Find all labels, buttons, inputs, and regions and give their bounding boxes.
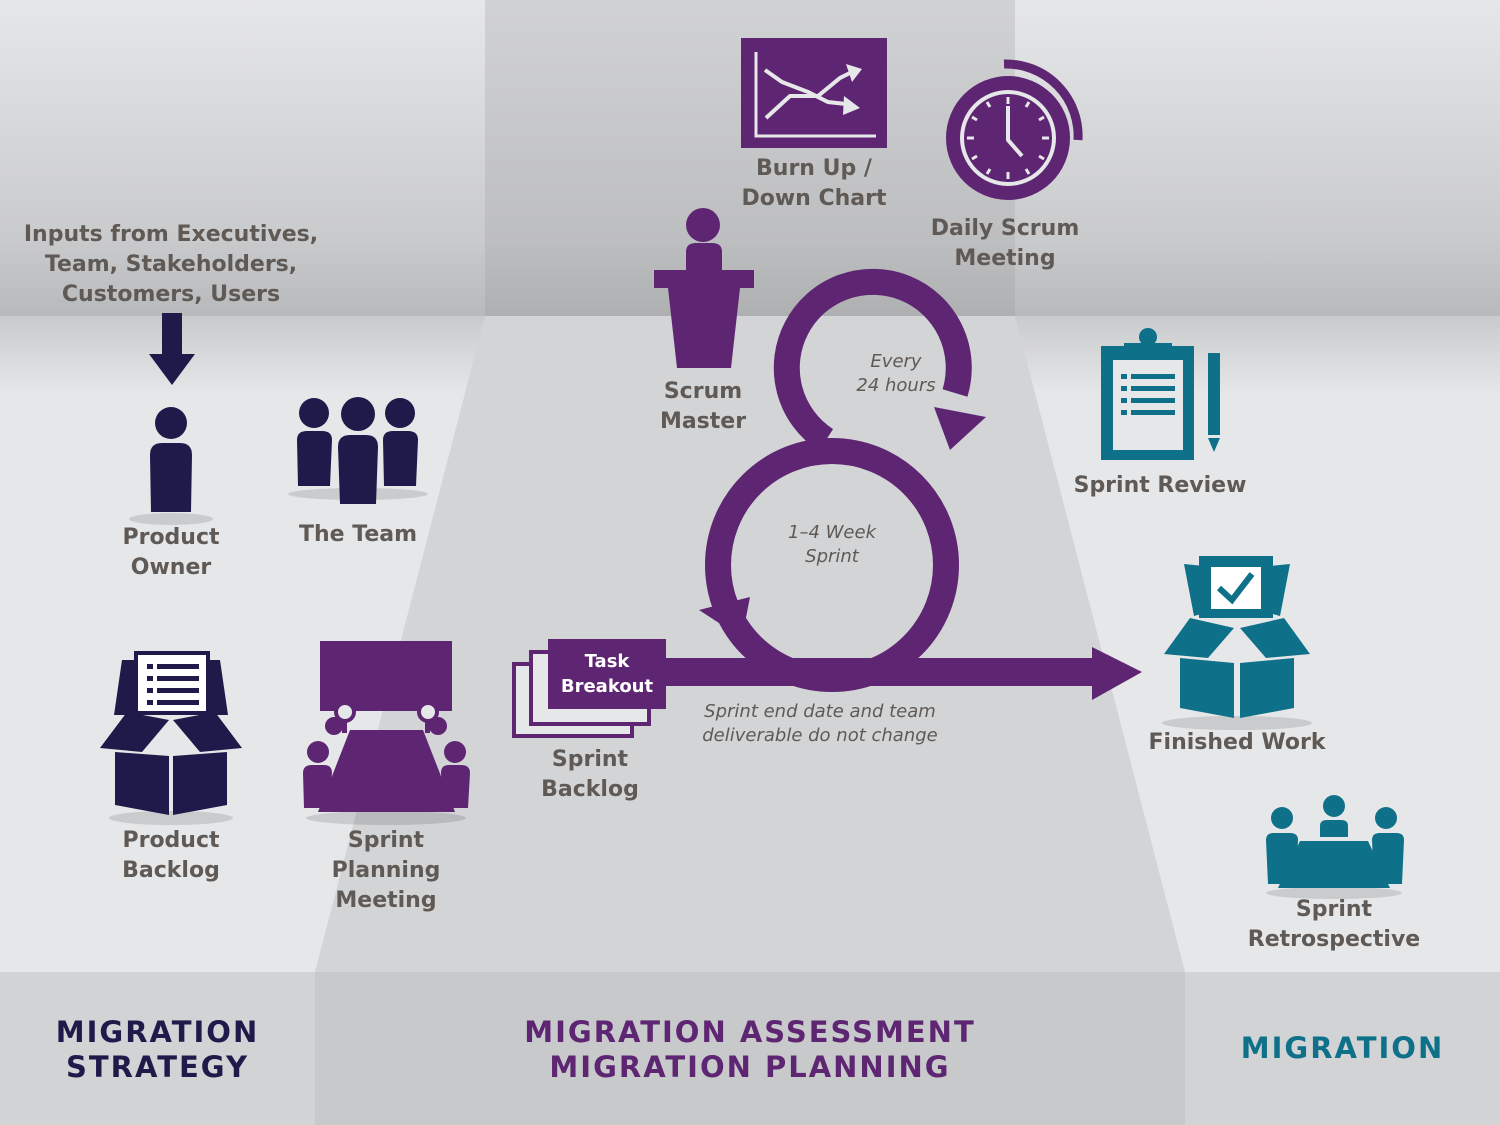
planning-meeting-icon: [303, 641, 470, 812]
pencil-icon: [1208, 353, 1220, 452]
team-icon: [297, 397, 418, 504]
sprint-backlog-label: Sprint Backlog: [541, 747, 639, 802]
sprint-end-note: Sprint end date and team deliverable do …: [702, 701, 938, 746]
down-arrow-icon: [149, 313, 195, 385]
retrospective-meeting-icon: [1266, 795, 1404, 888]
sprint-retrospective-label: Sprint Retrospective: [1247, 897, 1421, 952]
every-24-hours-label: Every 24 hours: [856, 351, 936, 396]
scrum-master-label: Scrum Master: [659, 379, 747, 434]
person-icon: [150, 407, 192, 512]
sprint-planning-label: Sprint Planning Meeting: [331, 828, 441, 913]
clock-icon: [946, 59, 1083, 200]
phase-migration-strategy: MIGRATION STRATEGY: [55, 1015, 260, 1084]
finished-box-check-icon: [1164, 556, 1310, 718]
the-team-label: The Team: [298, 522, 418, 547]
clipboard-icon: [1101, 328, 1194, 460]
product-owner-label: Product Owner: [122, 525, 220, 580]
sprint-cycle-icon: [664, 268, 1142, 700]
task-breakout-label: Task Breakout: [560, 651, 654, 697]
sprint-review-label: Sprint Review: [1073, 473, 1247, 498]
phase-migration: MIGRATION: [1240, 1031, 1445, 1065]
burn-chart-label: Burn Up / Down Chart: [741, 156, 887, 211]
sprint-length-label: 1–4 Week Sprint: [788, 522, 876, 567]
backlog-box-icon: [100, 651, 242, 815]
daily-scrum-label: Daily Scrum Meeting: [930, 216, 1080, 271]
sprint-backlog-stack-icon: [512, 639, 666, 738]
finished-work-label: Finished Work: [1148, 730, 1326, 755]
burn-chart-icon: [741, 38, 887, 148]
product-backlog-label: Product Backlog: [122, 828, 220, 883]
phase-migration-assessment-planning: MIGRATION ASSESSMENT MIGRATION PLANNING: [524, 1015, 976, 1084]
inputs-label: Inputs from Executives, Team, Stakeholde…: [23, 222, 319, 307]
podium-speaker-icon: [654, 208, 754, 368]
